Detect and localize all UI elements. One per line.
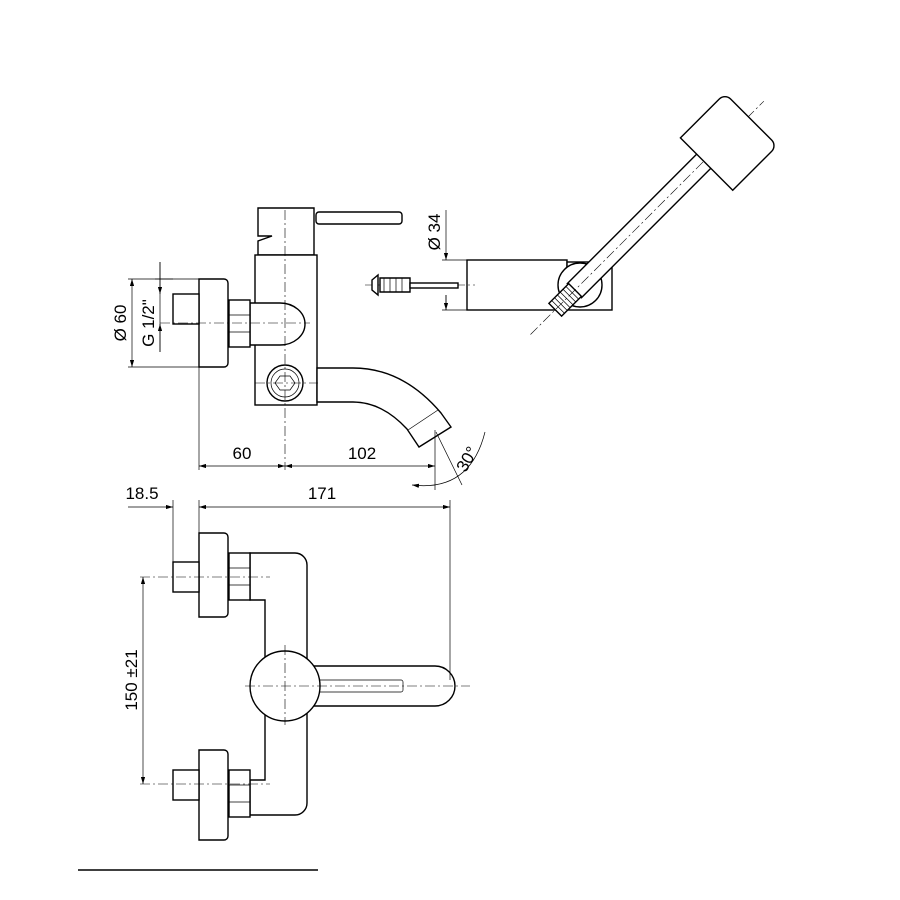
top-view-dimensions: 18.5 171 150 ±21 (122, 484, 451, 784)
handle-head (257, 207, 315, 256)
lower-connection (172, 749, 251, 841)
side-view-mixer (160, 207, 453, 470)
spout (316, 367, 453, 448)
inlet-length-label: 18.5 (125, 484, 158, 503)
flange-diameter-label: Ø 60 (111, 305, 130, 342)
hand-shower (530, 95, 775, 335)
wall-to-axis-label: 60 (233, 444, 252, 463)
total-projection-label: 171 (308, 484, 336, 503)
shower-head (679, 95, 775, 192)
inlet-pipe (172, 293, 200, 325)
upper-connection (172, 532, 251, 618)
shower-handle (566, 151, 714, 299)
screw (409, 282, 459, 289)
center-distance-label: 150 ±21 (122, 649, 141, 710)
holder-diameter-label: Ø 34 (425, 214, 444, 251)
wall-plug (371, 273, 411, 297)
hex-nut (228, 299, 251, 348)
axis-to-spout-label: 102 (348, 444, 376, 463)
top-view-mixer (140, 532, 470, 841)
thread-label: G 1/2" (139, 299, 158, 347)
diverter-knob (266, 364, 304, 402)
spout-angle-label: 30° (453, 443, 482, 475)
spout-top (284, 665, 456, 707)
lever (315, 211, 403, 225)
connector (249, 302, 306, 346)
wall-flange (198, 278, 229, 368)
